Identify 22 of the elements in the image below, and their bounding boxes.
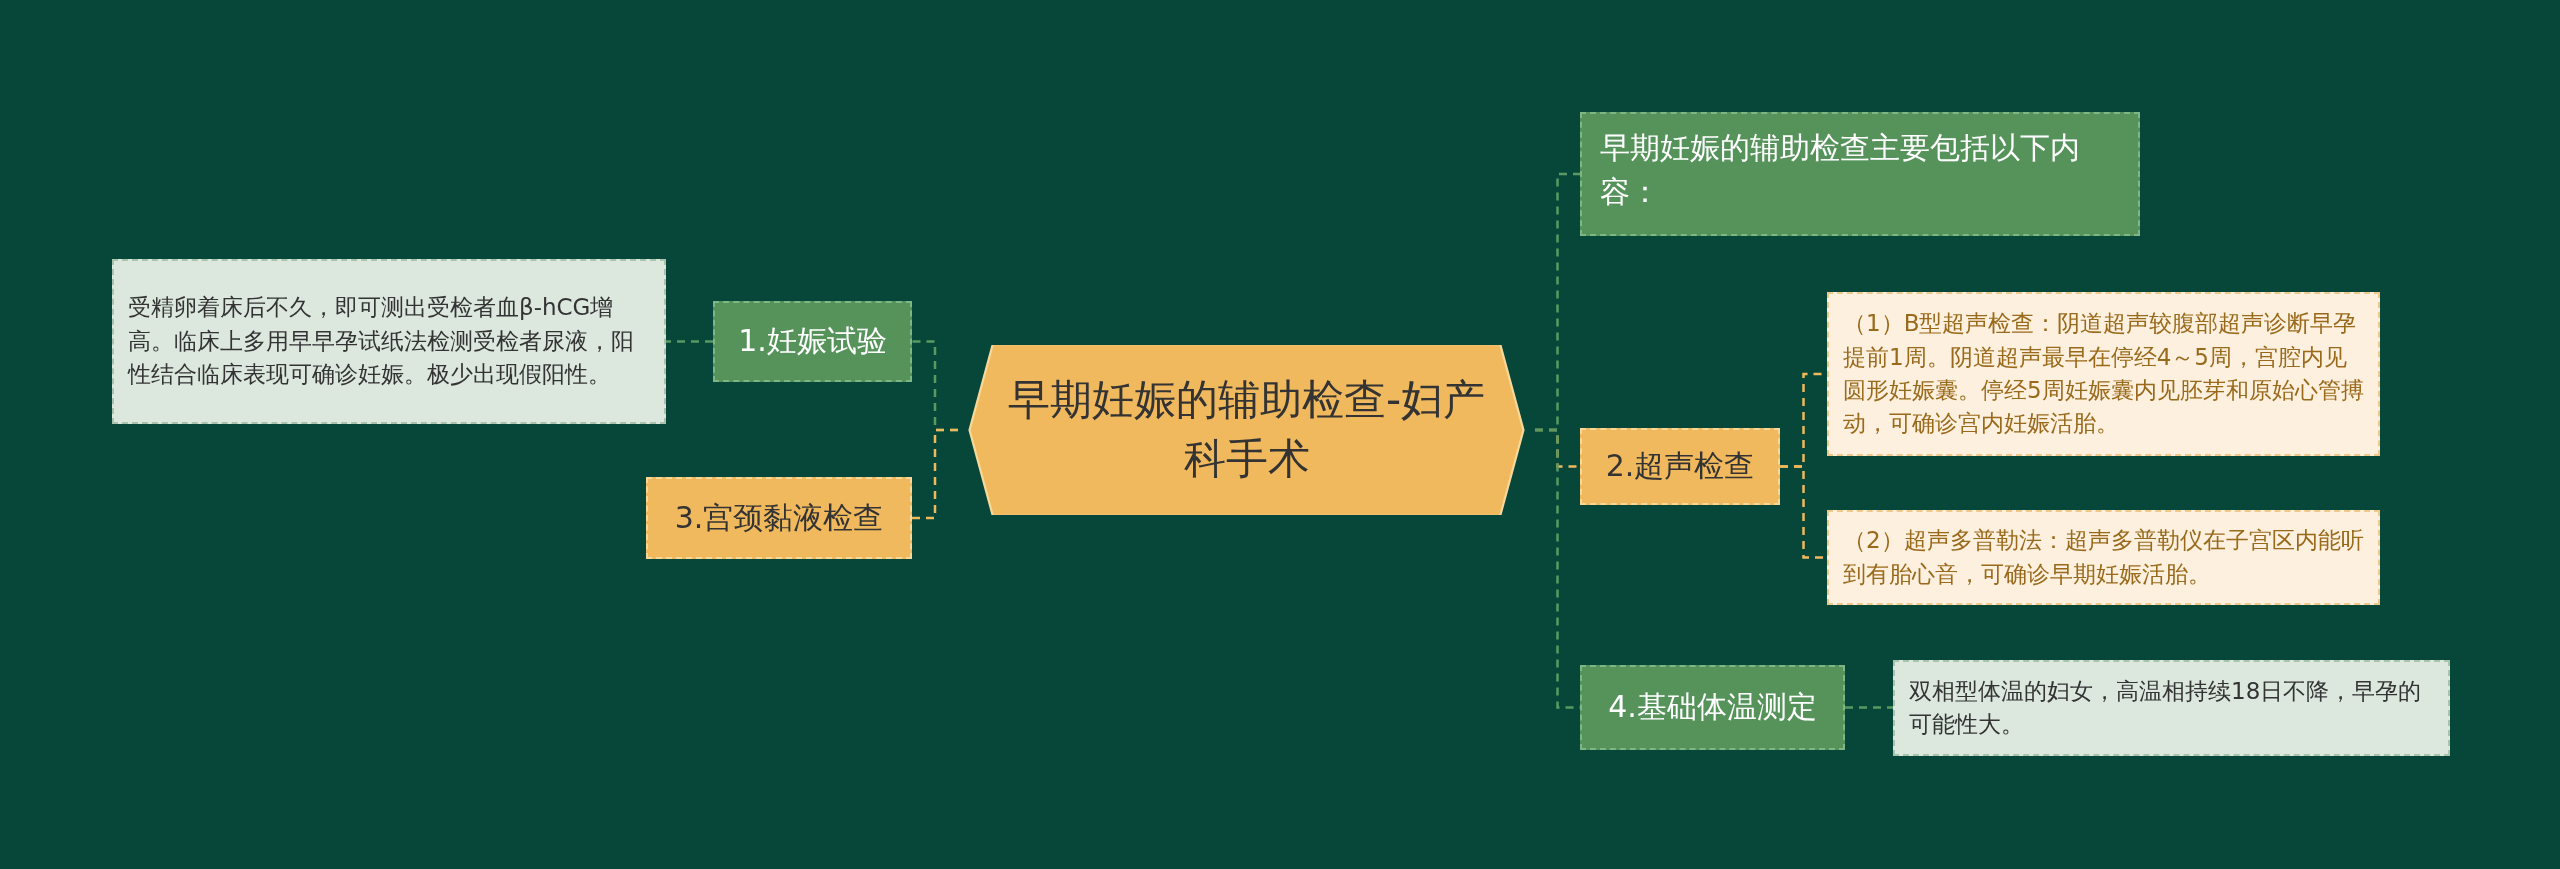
note-box — [1827, 510, 2380, 605]
topic-text: （2）超声多普勒法：超声多普勒仪在子宫区内能听到有胎心音，可确诊早期妊娠活胎。 — [1843, 526, 2364, 589]
topic-text: 4.基础体温测定 — [1608, 688, 1817, 726]
topic-box — [713, 301, 912, 382]
connector-line — [912, 428, 958, 520]
topic-text: 1.妊娠试验 — [738, 322, 887, 360]
topic-text: 受精卵着床后不久，即可测出受检者血β-hCG增高。临床上多用早早孕试纸法检测受检者尿液，阳性结合临床表现可确诊妊娠。极少出现假阳性。 — [128, 293, 635, 390]
topic-text: 3.宫颈黏液检查 — [674, 498, 884, 537]
connector-line — [1845, 706, 1893, 709]
note-box — [1827, 292, 2380, 456]
topic-text: 2.超声检查 — [1605, 447, 1755, 485]
topic-text: 双相型体温的妇女，高温相持续18日不降，早孕的可能性大。 — [1909, 676, 2423, 739]
connector-line — [666, 340, 713, 343]
topic-box — [1580, 112, 2140, 236]
note-box — [112, 259, 666, 424]
topic-title: 早期妊娠的辅助检查-妇产科手术 — [1006, 374, 1487, 485]
topic-text: （1）B型超声检查：阴道超声较腹部超声诊断早孕提前1周。阴道超声最早在停经4～5周，宫腔内见圆形妊娠囊。停经5周妊娠囊内见胚芽和原始心管搏动，可确诊宫内妊娠活胎。 — [1843, 309, 2364, 439]
topic-box — [1580, 428, 1780, 505]
topic-box — [1580, 665, 1845, 750]
note-box — [1893, 660, 2450, 756]
topic-text: 早期妊娠的辅助检查主要包括以下内容： — [1600, 129, 2081, 211]
topic-box — [646, 477, 912, 559]
